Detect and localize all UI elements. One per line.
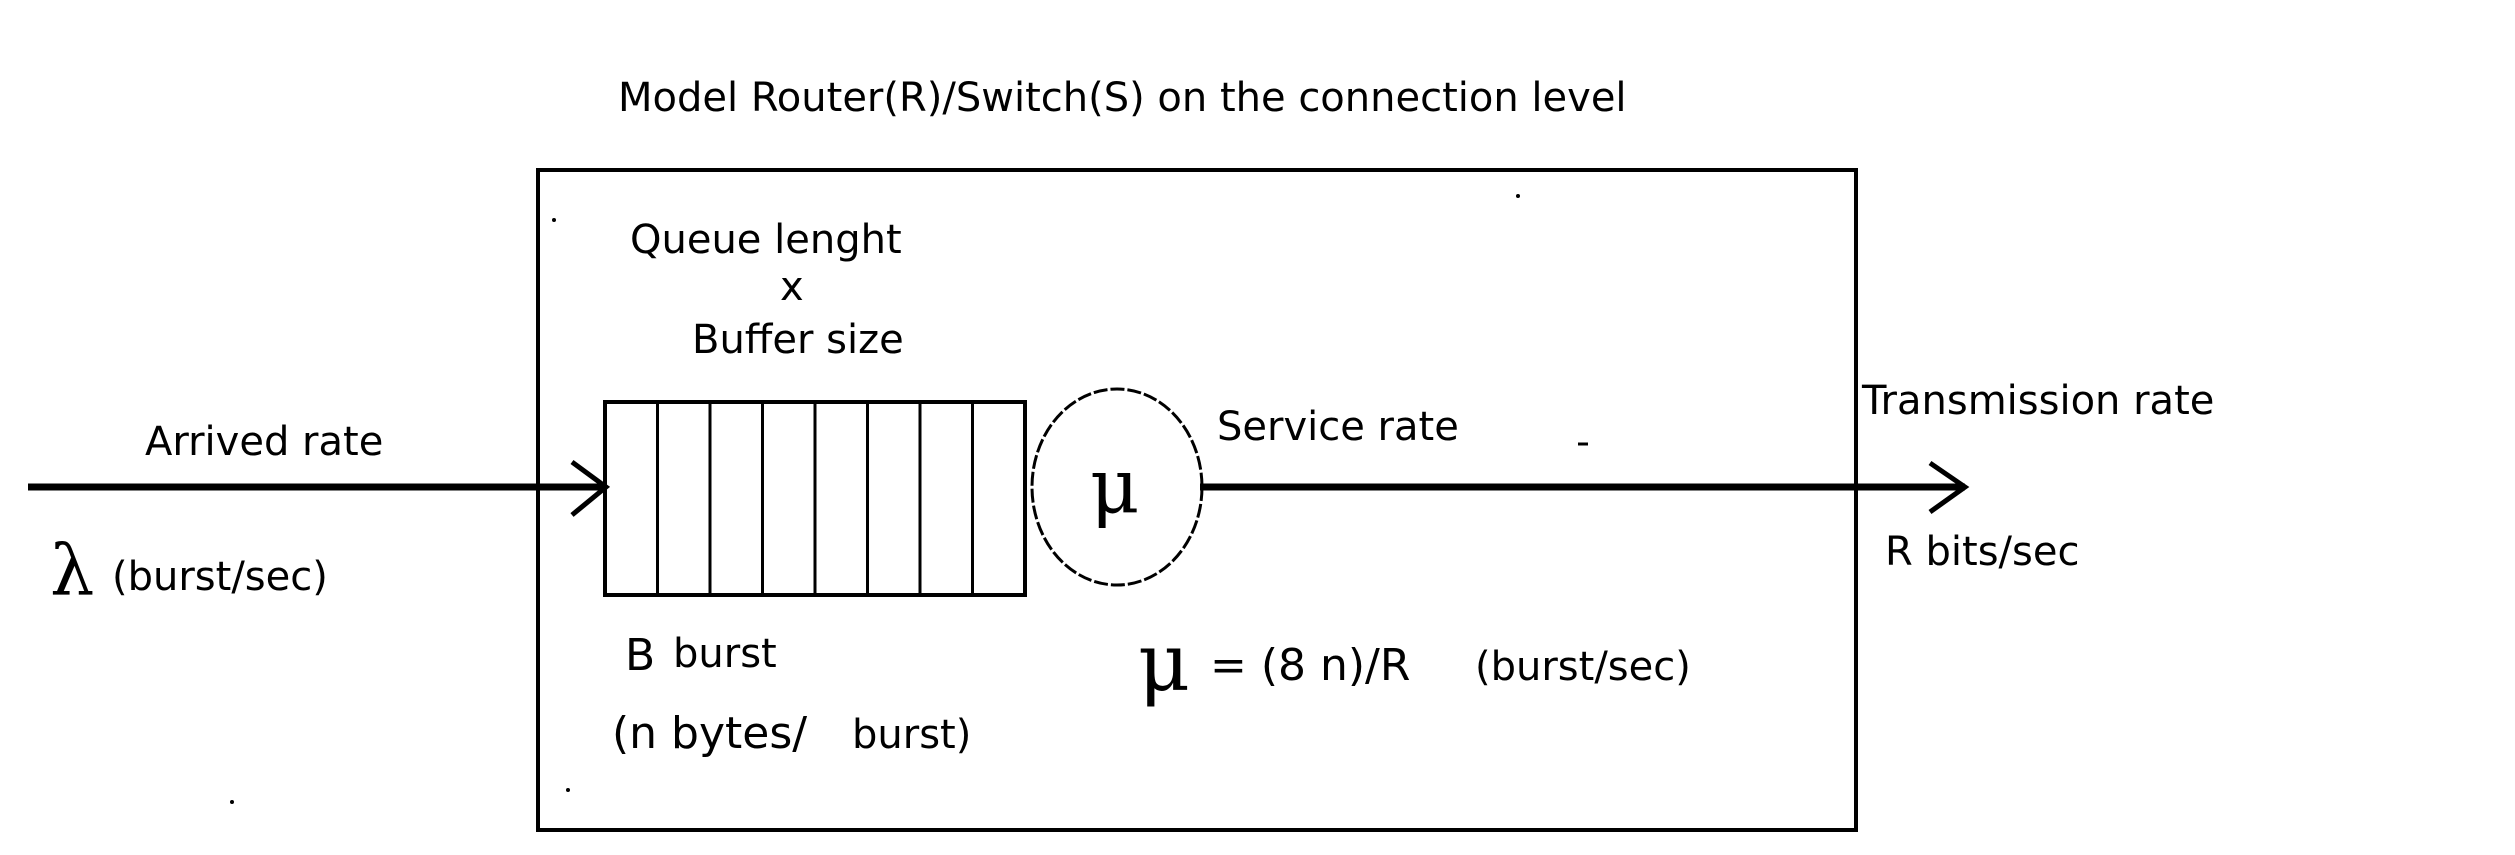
- b-burst-label: burst: [673, 631, 777, 677]
- transmission-rate-label: Transmission rate: [1861, 378, 2214, 424]
- arrived-rate-label: Arrived rate: [145, 419, 383, 465]
- lambda-unit-label: (burst/sec): [112, 554, 328, 600]
- router-box: [536, 168, 1858, 832]
- lambda-symbol: λ: [50, 530, 94, 612]
- bytes-per-burst-label-a: (n bytes/: [612, 708, 807, 759]
- scan-dot: [230, 800, 234, 804]
- mu-formula: = (8 n)/R: [1210, 640, 1410, 691]
- transmission-unit-label: R bits/sec: [1885, 529, 2079, 575]
- scan-dot: [1516, 194, 1520, 198]
- bytes-per-burst-label-b: burst): [852, 712, 971, 758]
- scan-dot: [552, 218, 556, 222]
- diagram-title: Model Router(R)/Switch(S) on the connect…: [618, 75, 1627, 121]
- queue-buffer: [603, 400, 1027, 597]
- buffer-size-label: Buffer size: [692, 317, 904, 363]
- b-letter: B: [625, 630, 655, 681]
- service-rate-label: Service rate: [1217, 404, 1459, 450]
- mu-formula-unit: (burst/sec): [1475, 644, 1691, 690]
- transmission-arrowhead: [1928, 460, 1970, 515]
- queue-length-label: Queue lenght: [630, 217, 902, 263]
- times-symbol: x: [780, 264, 804, 310]
- mu-symbol-server: μ: [1090, 441, 1139, 530]
- mu-symbol-formula: μ: [1138, 616, 1190, 709]
- scan-dot: [566, 788, 570, 792]
